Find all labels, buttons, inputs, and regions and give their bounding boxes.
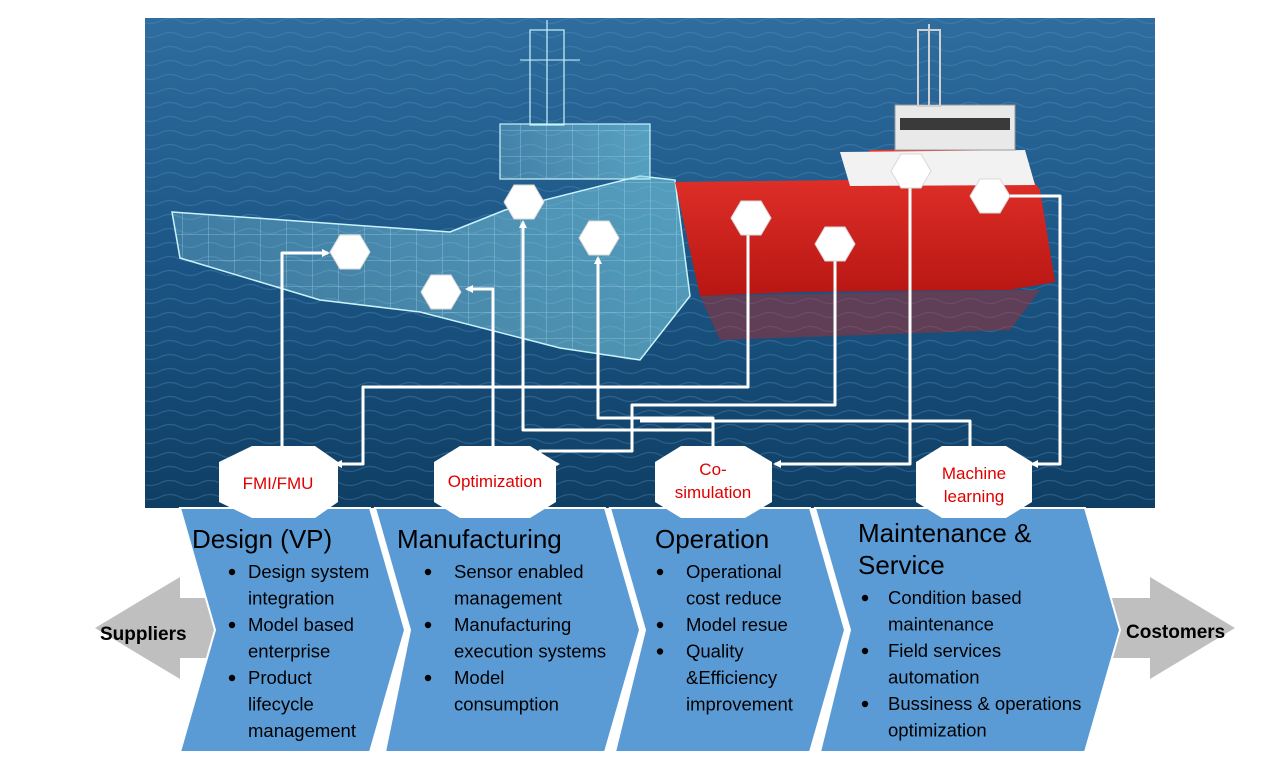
stage-item-text: Sensor enabled [454, 561, 584, 582]
suppliers-arrow [95, 577, 230, 679]
tool-ml-hexagon[interactable] [916, 446, 1032, 518]
stage-design-chevron[interactable] [178, 507, 407, 753]
tool-cosimulation-hexagon[interactable] [655, 446, 772, 518]
stage-item-text: Model resue [686, 614, 788, 635]
hexagon-node[interactable] [503, 184, 545, 220]
stage-maintenance-chevron[interactable] [813, 507, 1122, 753]
hexagon-node[interactable] [730, 200, 772, 236]
stage-item-text: Bussiness & operations [888, 693, 1081, 714]
stage-item-text: Design system [248, 561, 369, 582]
stage-item-text: enterprise [248, 641, 330, 662]
stage-item-text: improvement [686, 694, 793, 715]
tool-hexagons [219, 446, 1032, 518]
bullet-icon [656, 621, 664, 629]
bullet-icon [861, 594, 869, 602]
hexagon-nodes [329, 153, 1011, 310]
stage-title: Operation [655, 524, 769, 554]
ship-photo [145, 18, 1155, 508]
stage-operation-chevron[interactable] [608, 507, 847, 753]
stage-item-text: Manufacturing [454, 614, 571, 635]
stage-item-text: Condition based [888, 587, 1022, 608]
tool-label: simulation [675, 483, 752, 502]
bullet-icon [424, 568, 432, 576]
bullet-icon [228, 568, 236, 576]
tool-label: learning [944, 487, 1005, 506]
stage-item-text: consumption [454, 694, 559, 715]
stage-item-text: lifecycle [248, 694, 314, 715]
stage-chevrons [178, 507, 1122, 753]
stage-title: Maintenance & [858, 518, 1031, 548]
connector-opt-up [465, 285, 495, 460]
connector-fmi-in [334, 222, 750, 468]
bullet-icon [424, 621, 432, 629]
tool-label: Co- [699, 460, 726, 479]
stage-item-text: management [454, 588, 562, 609]
stage-manufacturing-chevron[interactable] [373, 507, 642, 753]
hexagon-node[interactable] [420, 274, 462, 310]
stage-item-text: Quality [686, 641, 744, 662]
connector-fmi-up [280, 249, 330, 460]
bullet-icon [861, 700, 869, 708]
tool-optimization-hexagon[interactable] [434, 446, 556, 518]
tool-texts: FMI/FMU Optimization Co-simulation Machine l… [243, 460, 1007, 506]
hexagon-node[interactable] [814, 226, 856, 262]
bullet-icon [861, 647, 869, 655]
hexagon-node[interactable] [890, 153, 932, 189]
ship-wireframe [171, 20, 691, 361]
bullet-icon [228, 621, 236, 629]
tool-label: FMI/FMU [243, 474, 314, 493]
stage-item-text: Operational [686, 561, 782, 582]
bullet-icon [228, 674, 236, 682]
stage-item-text: execution systems [454, 641, 606, 662]
stage-item-text: optimization [888, 720, 987, 741]
stage-item-text: cost reduce [686, 588, 782, 609]
stage-item-text: &Efficiency [686, 667, 778, 688]
tool-fmi-hexagon[interactable] [219, 446, 338, 518]
side-arrows: Suppliers Costomers [95, 577, 1235, 679]
customers-label: Costomers [1126, 622, 1225, 643]
hexagon-node[interactable] [329, 234, 371, 270]
connector-cosim-up-b [594, 256, 715, 430]
ship-real [675, 24, 1055, 340]
suppliers-label: Suppliers [100, 624, 187, 645]
connector-cosim-in [773, 184, 912, 468]
connector-ml-in [1010, 194, 1062, 468]
stage-item-text: management [248, 720, 356, 741]
stage-title: Service [858, 550, 945, 580]
stage-item-text: Field services [888, 640, 1001, 661]
connector-cosim-up-a [519, 220, 715, 460]
stage-item-text: automation [888, 667, 980, 688]
tool-label: Optimization [448, 472, 542, 491]
stage-item-text: Model [454, 667, 504, 688]
stage-title: Manufacturing [397, 524, 562, 554]
stage-title: Design (VP) [192, 524, 332, 554]
bullet-icon [424, 674, 432, 682]
stage-item-text: integration [248, 588, 334, 609]
hexagon-node[interactable] [578, 220, 620, 256]
bullet-icon [656, 648, 664, 655]
customers-arrow [1100, 577, 1235, 679]
stage-texts: Design (VP) Design system integrationModel… [192, 518, 1081, 741]
stage-item-text: Model based [248, 614, 354, 635]
tool-label: Machine [942, 464, 1006, 483]
bullet-icon [656, 568, 664, 576]
stage-item-text: maintenance [888, 614, 994, 635]
hexagon-node[interactable] [969, 178, 1011, 214]
stage-item-text: Product [248, 667, 312, 688]
